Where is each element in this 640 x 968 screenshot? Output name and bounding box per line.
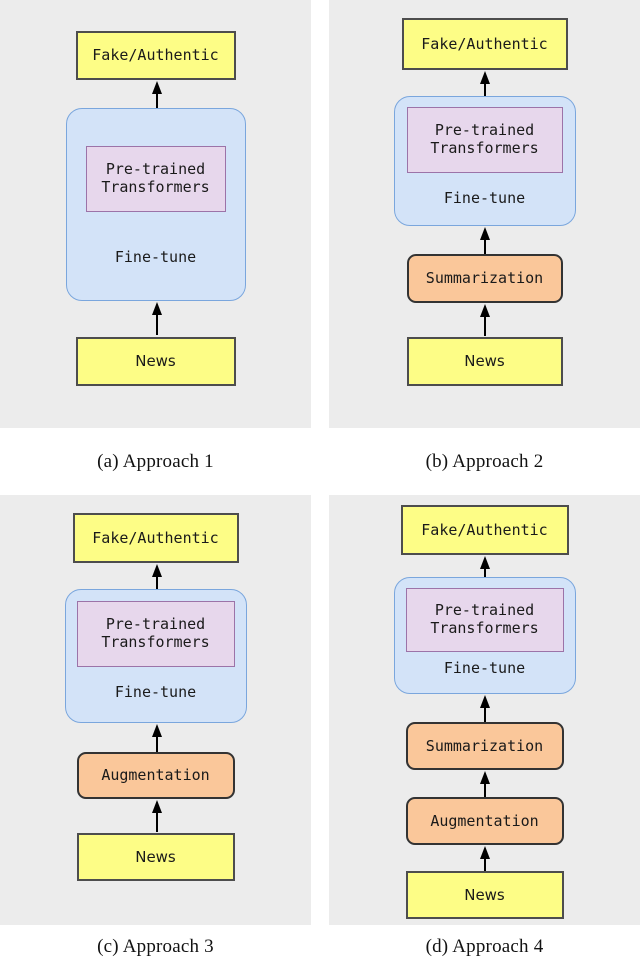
pretrained-transformers-node-c[interactable]: Pre-trained Transformers: [76, 601, 235, 667]
arrow-augmentation-to-summarization-d: [480, 771, 490, 797]
augmentation-node-c[interactable]: Augmentation: [76, 752, 235, 799]
caption-cell-b: (b) Approach 2: [329, 428, 640, 495]
arrow-summarization-to-model-d: [480, 695, 490, 722]
panel-cell-b: Fake/Authentic Pre-trained Transformers …: [329, 0, 640, 428]
caption-cell-a: (a) Approach 1: [0, 428, 311, 495]
arrow-summarization-to-model-b: [480, 227, 490, 254]
arrow-model-to-output-b: [480, 71, 490, 99]
arrow-input-to-augmentation-c: [152, 800, 162, 832]
diagram-panel-b: Fake/Authentic Pre-trained Transformers …: [329, 0, 640, 428]
caption-cell-d: (d) Approach 4: [329, 925, 640, 968]
arrow-input-to-summarization-b: [480, 304, 490, 336]
pretrained-transformers-node-d[interactable]: Pre-trained Transformers: [405, 588, 564, 652]
panel-cell-d: Fake/Authentic Pre-trained Transformers …: [329, 495, 640, 925]
output-node-c[interactable]: Fake/Authentic: [72, 513, 239, 563]
pretrained-transformers-node-b[interactable]: Pre-trained Transformers: [406, 107, 563, 173]
input-node-a[interactable]: News: [75, 337, 236, 386]
finetune-label-d: Fine-tune: [443, 659, 526, 677]
diagram-panel-d: Fake/Authentic Pre-trained Transformers …: [329, 495, 640, 925]
summarization-node-d[interactable]: Summarization: [405, 722, 564, 770]
arrow-input-to-model-a: [152, 302, 162, 335]
augmentation-node-d[interactable]: Augmentation: [405, 797, 564, 845]
finetune-label-a: Fine-tune: [114, 248, 197, 266]
finetune-container-d[interactable]: Pre-trained Transformers Fine-tune: [393, 577, 576, 694]
output-node-a[interactable]: Fake/Authentic: [75, 31, 236, 80]
diagram-panel-c: Fake/Authentic Pre-trained Transformers …: [0, 495, 311, 925]
output-node-d[interactable]: Fake/Authentic: [400, 505, 569, 555]
output-node-b[interactable]: Fake/Authentic: [401, 18, 568, 70]
column-gap-top: [311, 0, 329, 428]
input-node-c[interactable]: News: [76, 833, 235, 881]
finetune-container-c[interactable]: Pre-trained Transformers Fine-tune: [64, 589, 247, 723]
caption-cell-c: (c) Approach 3: [0, 925, 311, 968]
finetune-label-c: Fine-tune: [114, 683, 197, 701]
finetune-container-b[interactable]: Pre-trained Transformers Fine-tune: [393, 96, 576, 226]
caption-gap-top: [311, 428, 329, 495]
caption-a: (a) Approach 1: [97, 450, 214, 472]
arrow-augmentation-to-model-c: [152, 724, 162, 752]
arrow-model-to-output-c: [152, 564, 162, 592]
caption-b: (b) Approach 2: [425, 450, 544, 472]
finetune-container-a[interactable]: Pre-trained Transformers Fine-tune: [65, 108, 246, 301]
arrow-model-to-output-d: [480, 556, 490, 579]
panel-cell-a: Fake/Authentic Pre-trained Transformers …: [0, 0, 311, 428]
input-node-d[interactable]: News: [405, 871, 564, 919]
column-gap-bottom: [311, 495, 329, 925]
arrow-input-to-augmentation-d: [480, 846, 490, 871]
input-node-b[interactable]: News: [406, 337, 563, 386]
panel-cell-c: Fake/Authentic Pre-trained Transformers …: [0, 495, 311, 925]
diagram-panel-a: Fake/Authentic Pre-trained Transformers …: [0, 0, 311, 428]
caption-d: (d) Approach 4: [425, 935, 544, 957]
pretrained-transformers-node-a[interactable]: Pre-trained Transformers: [85, 146, 226, 212]
caption-gap-bottom: [311, 925, 329, 968]
finetune-label-b: Fine-tune: [443, 189, 526, 207]
caption-c: (c) Approach 3: [97, 935, 214, 957]
summarization-node-b[interactable]: Summarization: [406, 254, 563, 303]
